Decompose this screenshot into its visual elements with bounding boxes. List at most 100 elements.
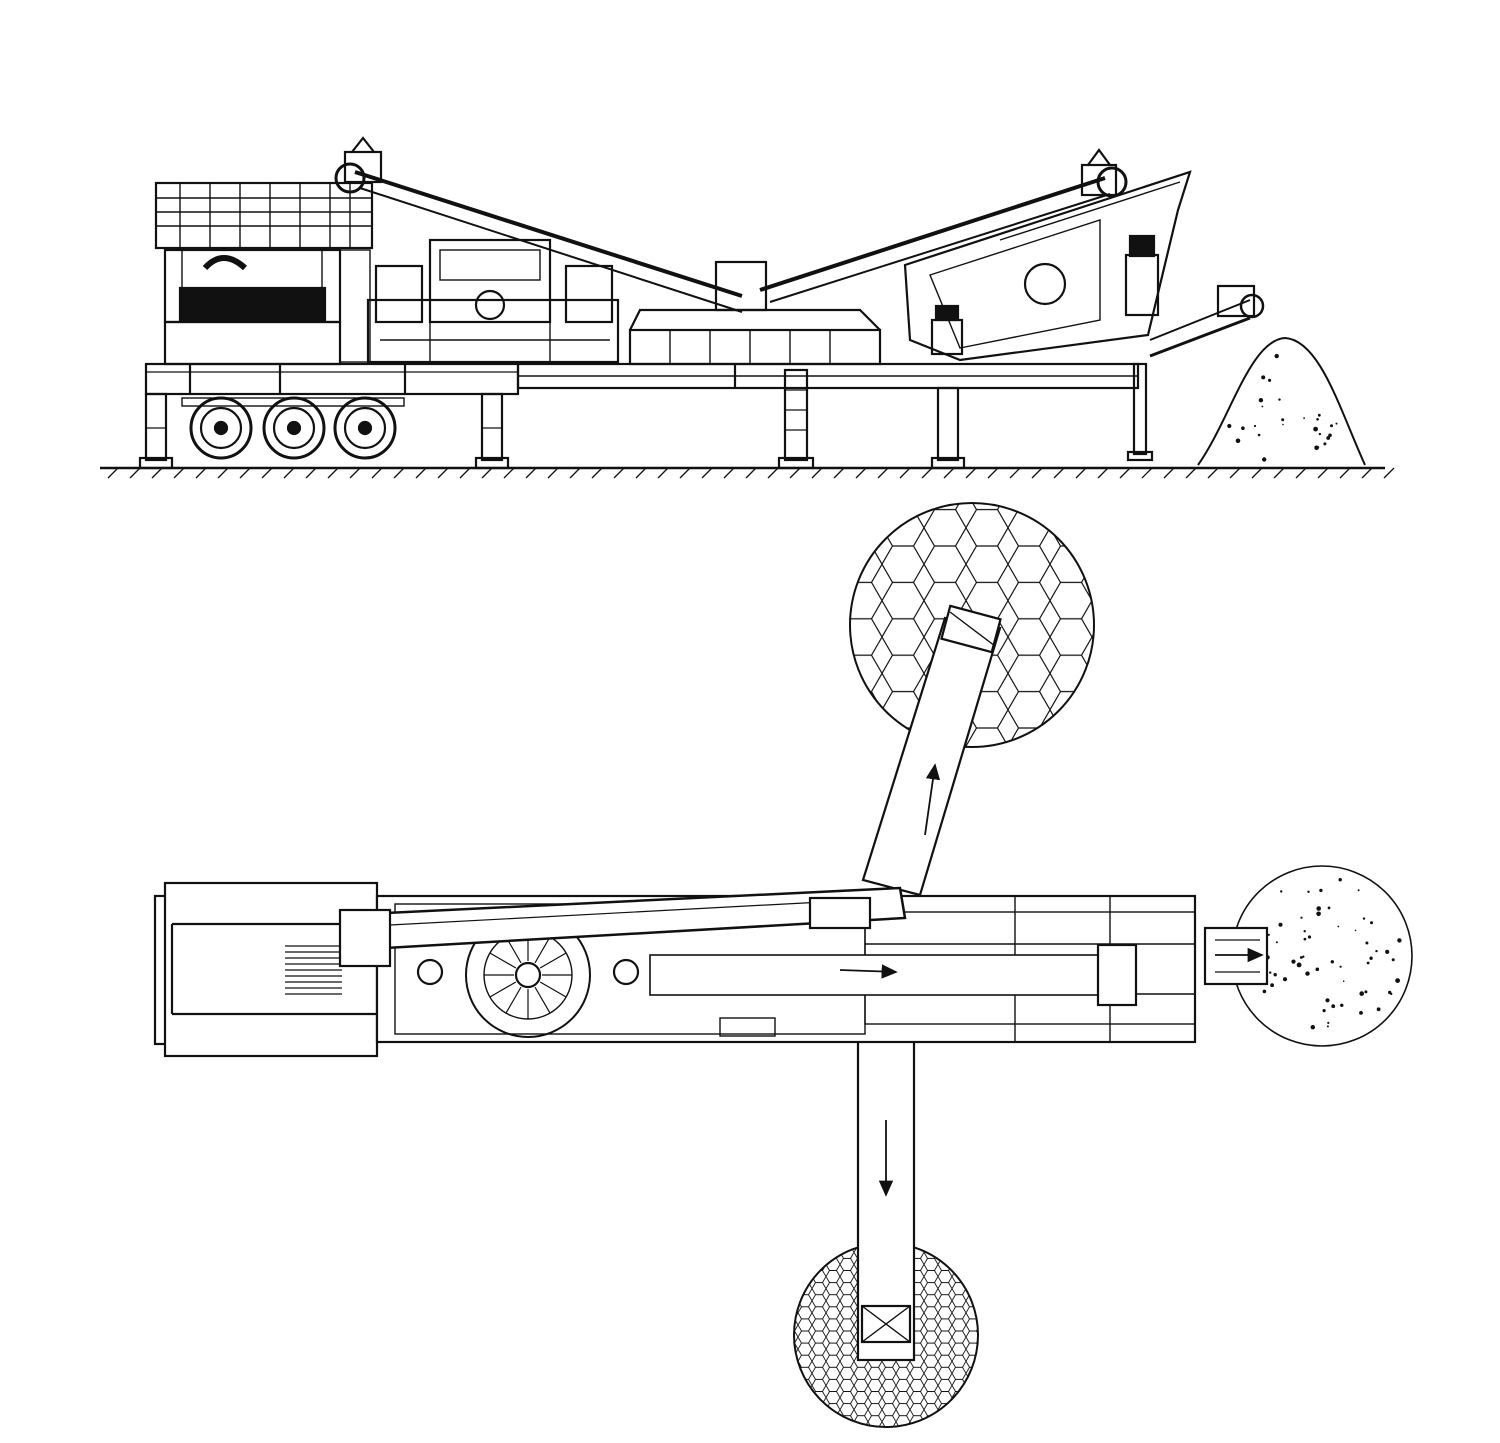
- screen-feed-conveyor: [759, 148, 1128, 303]
- speckle-dot: [1330, 960, 1335, 964]
- speckle-dot: [1370, 921, 1373, 925]
- speckle-dot: [1328, 433, 1332, 438]
- speckle-dot: [1316, 418, 1319, 421]
- speckle-dot: [1340, 1003, 1344, 1007]
- transfer-tower: [628, 260, 882, 366]
- speckle-dot: [1354, 929, 1357, 932]
- crusher-spoke: [539, 981, 567, 998]
- speckle-dot: [1261, 375, 1266, 380]
- speckle-dot: [1302, 955, 1305, 958]
- speckle-dot: [1323, 442, 1327, 446]
- side-elevation-view: [100, 136, 1395, 479]
- speckle-dot: [1262, 989, 1267, 994]
- speckle-dot: [1270, 983, 1274, 988]
- speckle-dot: [1327, 1021, 1330, 1024]
- south-conveyor: [856, 1038, 916, 1362]
- crusher-spoke: [534, 986, 551, 1014]
- speckle-dot: [1339, 965, 1342, 968]
- speckle-dot: [1362, 917, 1366, 920]
- speckle-dot: [1253, 424, 1257, 428]
- speckle-dot: [1274, 353, 1279, 359]
- speckle-dot: [1317, 413, 1321, 417]
- feed-hopper: [154, 181, 374, 366]
- speckle-dot: [1337, 925, 1340, 928]
- crusher-spoke: [489, 952, 517, 969]
- speckle-dot: [1357, 889, 1360, 892]
- crusher-spoke: [489, 981, 517, 998]
- speckle-dot: [1390, 992, 1393, 996]
- speckle-dot: [1313, 426, 1318, 432]
- discharge-conveyor: [1149, 284, 1265, 358]
- speckle-dot: [1391, 958, 1395, 962]
- speckle-dot: [1268, 378, 1272, 382]
- speckle-dot: [1338, 878, 1342, 882]
- speckle-dot: [1326, 436, 1331, 440]
- speckle-dot: [1282, 423, 1284, 426]
- speckle-dot: [1385, 949, 1390, 955]
- speckle-dot: [1227, 423, 1232, 429]
- speckle-dot: [1282, 977, 1288, 982]
- speckle-dot: [1262, 457, 1267, 462]
- speckle-dot: [1303, 930, 1306, 933]
- speckle-dot: [1335, 422, 1338, 425]
- speckle-dot: [1395, 978, 1400, 983]
- primary-conveyor: [334, 136, 743, 313]
- speckle-dot: [1314, 445, 1319, 451]
- trailer-chassis: [144, 362, 1140, 396]
- speckle-dot: [1319, 888, 1323, 893]
- plan-view: [153, 502, 1413, 1428]
- crusher-spoke: [534, 936, 551, 964]
- cone-crusher-unit: [366, 238, 620, 364]
- speckle-dot: [1300, 916, 1303, 919]
- feed-conveyor-plan: [338, 886, 907, 968]
- speckle-dot: [1330, 424, 1333, 428]
- flow-arrows: [839, 763, 1264, 1197]
- speckle-dot: [1331, 1004, 1336, 1009]
- arrow-inner-conveyor: [839, 964, 898, 979]
- crusher-spoke: [505, 986, 522, 1014]
- speckle-dot: [1366, 961, 1370, 965]
- speckle-dot: [1281, 418, 1285, 422]
- east-conveyor: [1203, 926, 1269, 986]
- speckle-dot: [1326, 1025, 1329, 1028]
- speckle-dot: [1303, 417, 1305, 419]
- side-stockpile: [1197, 336, 1366, 466]
- speckle-dot: [1261, 405, 1264, 408]
- vibrating-screen: [903, 170, 1192, 362]
- speckle-dot: [1258, 398, 1264, 403]
- speckle-dot: [1375, 949, 1378, 953]
- speckle-dot: [1307, 890, 1310, 893]
- speckle-dot: [1359, 1011, 1363, 1015]
- speckle-dot: [1278, 922, 1283, 927]
- speckle-dot: [1299, 956, 1303, 959]
- speckle-dot: [1397, 938, 1402, 943]
- support-legs: [138, 362, 1154, 470]
- screen-drive-motor: [930, 234, 1160, 356]
- trailer-wheels: [181, 396, 405, 460]
- speckle-dot: [1342, 980, 1345, 982]
- speckle-dot: [1318, 432, 1322, 436]
- speckle-dot: [1267, 933, 1270, 936]
- speckle-dot: [1257, 433, 1261, 437]
- speckle-dot: [1307, 935, 1312, 939]
- speckle-dot: [1269, 971, 1272, 974]
- speckle-dot: [1369, 956, 1373, 960]
- speckle-dot: [1316, 911, 1321, 917]
- speckle-dot: [1305, 971, 1310, 976]
- arrow-up-to-north-pile: [924, 763, 941, 836]
- speckle-dot: [1275, 941, 1278, 944]
- speckle-dot: [1296, 962, 1302, 968]
- speckle-dot: [1325, 998, 1330, 1003]
- speckle-dot: [1327, 906, 1331, 910]
- speckle-dot: [1364, 990, 1368, 994]
- speckle-dot: [1241, 426, 1245, 431]
- speckle-dot: [1235, 438, 1241, 444]
- speckle-dot: [1291, 959, 1296, 964]
- ground-line: [100, 466, 1395, 479]
- speckle-dot: [1278, 398, 1281, 401]
- inner-conveyor-plan: [649, 943, 1138, 1007]
- crusher-spoke: [539, 952, 567, 969]
- speckle-dot: [1317, 446, 1320, 448]
